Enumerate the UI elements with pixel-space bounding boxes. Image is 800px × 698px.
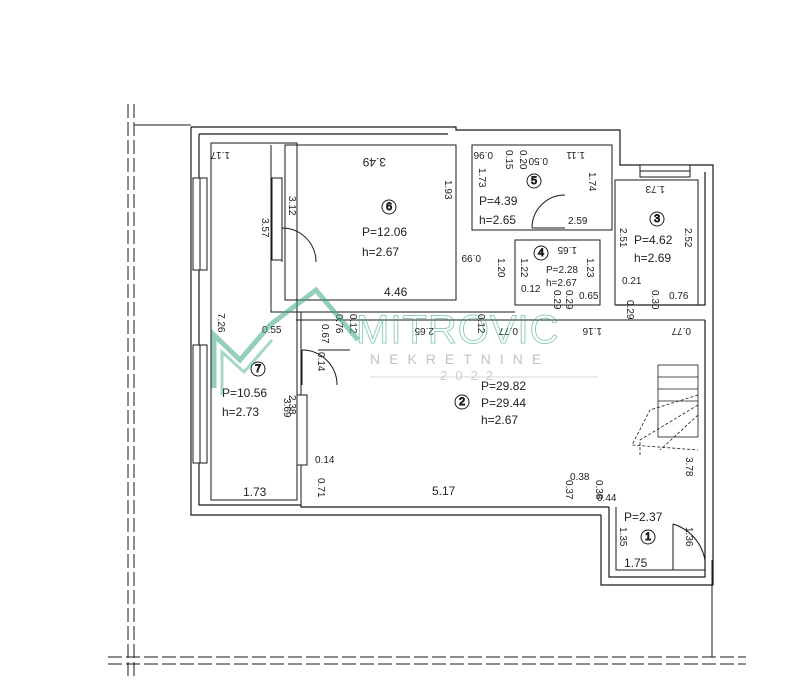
- dim-label: 0.37: [563, 480, 574, 500]
- room-6-height: h=2.67: [362, 245, 399, 259]
- room-markers: 1 2 3 4 5 6 7: [250, 173, 665, 545]
- room-4-height: h=2.67: [546, 278, 577, 289]
- site-boundary: [108, 104, 746, 680]
- svg-text:6: 6: [386, 201, 392, 213]
- dim-label: 0.76: [669, 291, 689, 302]
- dim-label: 1.75: [624, 556, 648, 570]
- dim-label: 0.12: [521, 284, 541, 295]
- dim-label: 0.99: [461, 252, 481, 263]
- dim-label: 0.29: [563, 290, 574, 310]
- room-marker-4: 4: [533, 245, 549, 261]
- dim-label: 0.65: [579, 291, 599, 302]
- dim-label: 0.44: [597, 493, 617, 504]
- dim-label: 1.73: [476, 168, 487, 188]
- dim-label: 0.30: [649, 290, 660, 310]
- dim-label: 0.55: [262, 325, 282, 336]
- dim-label: 0.15: [503, 150, 514, 170]
- dim-label: 0.14: [315, 352, 326, 372]
- room-marker-5: 5: [526, 173, 542, 189]
- dim-label: 1.16: [582, 325, 602, 336]
- dim-label: 1.73: [645, 183, 665, 194]
- room-6-area: P=12.06: [362, 225, 407, 239]
- svg-text:5: 5: [531, 175, 537, 187]
- dim-label: 0.76: [333, 314, 344, 334]
- dim-label: 0.12: [347, 314, 358, 334]
- dim-label: 0.38: [593, 480, 604, 500]
- staircase: [631, 364, 699, 455]
- dim-label: 0.77: [671, 325, 691, 336]
- dim-label: 0.96: [473, 149, 493, 160]
- dim-label: 1.11: [566, 149, 585, 160]
- room-labels: P=2.37 P=29.82 P=29.44 h=2.67 P=4.62 h=2…: [222, 194, 673, 524]
- dim-label: 0.77: [498, 325, 518, 336]
- room-5-height: h=2.65: [479, 213, 516, 227]
- dim-label: 0.29: [551, 290, 562, 310]
- dim-label: 0.50: [528, 155, 548, 166]
- dim-label: 3.12: [286, 196, 297, 216]
- dim-label: 1.23: [584, 258, 595, 278]
- dim-label: 3.78: [683, 457, 694, 477]
- dim-label: 1.65: [557, 244, 577, 255]
- dim-label: 1.22: [518, 258, 529, 278]
- room-marker-1: 1: [640, 529, 656, 545]
- dimension-labels: 1.17 3.49 0.96 0.15 0.20 0.50 1.11 1.73 …: [210, 149, 694, 570]
- dim-label: 0.20: [517, 150, 528, 170]
- svg-text:4: 4: [538, 247, 544, 259]
- dim-label: 1.20: [495, 258, 506, 278]
- room-marker-7: 7: [250, 361, 266, 377]
- dim-label: 0.14: [315, 455, 335, 466]
- dim-label: 7.26: [215, 313, 226, 333]
- svg-text:3: 3: [654, 213, 660, 225]
- dim-label: 3.49: [362, 155, 386, 169]
- room-2-area-alt: P=29.44: [481, 396, 526, 410]
- dim-label: 3.57: [259, 218, 270, 238]
- room-3-area: P=4.62: [634, 233, 673, 247]
- room-4-area: P=2.28: [546, 265, 578, 276]
- dim-label: 2.65: [414, 325, 434, 336]
- dim-label: 1.35: [617, 527, 628, 547]
- room-7-area: P=10.56: [222, 386, 267, 400]
- room-2-height: h=2.67: [481, 413, 518, 427]
- dim-label: 0.12: [475, 314, 486, 334]
- watermark-name: MITROVIC: [356, 308, 560, 352]
- dim-label: 0.71: [315, 478, 326, 498]
- dim-label: 1.17: [210, 149, 230, 160]
- svg-text:7: 7: [255, 363, 261, 375]
- room-marker-6: 6: [381, 199, 397, 215]
- watermark-year: 2022: [440, 368, 501, 383]
- dim-label: 1.73: [243, 485, 267, 499]
- svg-text:1: 1: [645, 531, 651, 543]
- dim-label: 1.74: [586, 172, 597, 192]
- dim-label: 1.93: [442, 180, 453, 200]
- doors: [281, 194, 706, 570]
- room-marker-3: 3: [649, 211, 665, 227]
- dim-label: 2.51: [617, 228, 628, 248]
- watermark-subtitle: NEKRETNINE: [370, 351, 550, 367]
- room-marker-2: 2: [454, 394, 470, 410]
- dim-label: 3.69: [281, 398, 292, 418]
- dim-label: 0.21: [622, 276, 642, 287]
- room-7-height: h=2.73: [222, 405, 259, 419]
- room-1-area: P=2.37: [624, 510, 663, 524]
- room-3-height: h=2.69: [634, 251, 671, 265]
- dim-label: 2.52: [682, 228, 693, 248]
- dim-label: 5.17: [432, 484, 456, 498]
- inner-walls: [192, 142, 705, 571]
- dim-label: 1.36: [683, 527, 694, 547]
- room-2-area: P=29.82: [481, 379, 526, 393]
- dim-label: 2.59: [568, 216, 588, 227]
- dim-label: 0.38: [570, 472, 590, 483]
- dim-label: 0.67: [319, 324, 330, 344]
- svg-text:2: 2: [459, 396, 465, 408]
- room-5-area: P=4.39: [479, 194, 518, 208]
- watermark-logo: MITROVIC NEKRETNINE 2022: [211, 286, 598, 395]
- dim-label: 4.46: [384, 285, 408, 299]
- dim-label: 0.29: [624, 300, 635, 320]
- dim-label: 2.38: [286, 395, 297, 415]
